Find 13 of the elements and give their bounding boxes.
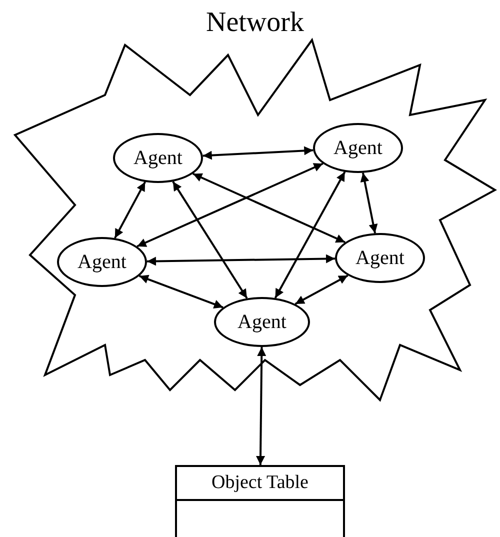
double-arrow bbox=[294, 274, 348, 305]
double-arrow bbox=[136, 162, 324, 248]
double-arrow bbox=[172, 181, 248, 299]
table-header: Object Table bbox=[175, 465, 345, 501]
double-arrow bbox=[146, 254, 336, 266]
double-arrow bbox=[274, 171, 346, 298]
double-arrow bbox=[192, 172, 346, 244]
double-arrow bbox=[256, 346, 266, 466]
double-arrow bbox=[114, 181, 146, 239]
diagram-heading: Network bbox=[205, 8, 305, 39]
double-arrow bbox=[202, 146, 314, 160]
double-arrow bbox=[360, 172, 378, 234]
double-arrow bbox=[138, 274, 224, 308]
